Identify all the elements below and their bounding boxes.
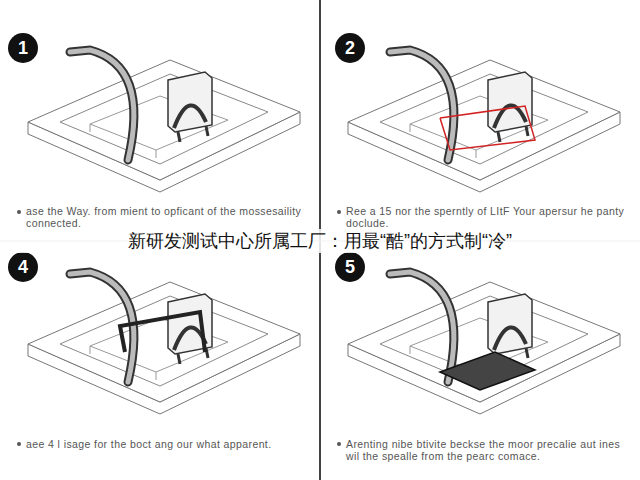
panel-illustration: [28, 272, 300, 414]
step-number: 1: [18, 38, 28, 59]
panel-illustration: [28, 50, 300, 192]
panel-illustration: [348, 50, 620, 192]
bullet-dot: [17, 210, 21, 214]
step-number-circle: 4: [8, 252, 38, 282]
step-number-circle: 5: [335, 252, 365, 282]
bullet-dot: [337, 442, 341, 446]
bullet-dot: [17, 442, 21, 446]
step-number: 4: [18, 257, 28, 278]
bracket-bar: [120, 312, 205, 352]
filter-panel: [440, 352, 535, 390]
highlight-outline: [440, 106, 535, 150]
overlay-title: 新研发测试中心所属工厂：用最“酷”的方式制“冷”: [0, 229, 640, 253]
step-caption: Arenting nibe btivite beckse the moor pr…: [346, 438, 631, 462]
step-number-circle: 2: [335, 33, 365, 63]
bullet-dot: [337, 210, 341, 214]
step-caption: aee 4 l isage for the boct ang our what …: [26, 438, 311, 450]
step-number: 5: [345, 257, 355, 278]
step-number-circle: 1: [8, 33, 38, 63]
step-number: 2: [345, 38, 355, 59]
panel-illustration: [348, 272, 620, 414]
step-caption: ase the Way. from mient to opficant of t…: [26, 205, 311, 229]
step-caption: Ree a 15 nor the sperntly of LItF Your a…: [346, 205, 631, 229]
